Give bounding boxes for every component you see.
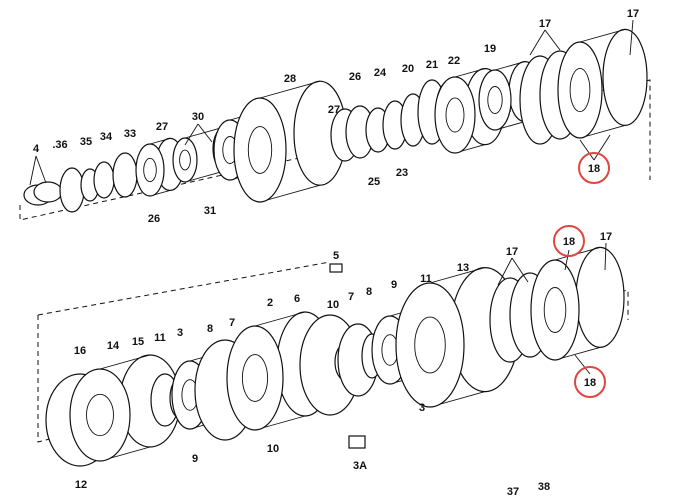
leader-line (604, 242, 607, 271)
label-lower-7: 7 (229, 317, 235, 329)
leader-line (593, 134, 611, 161)
lower-axis-line (37, 289, 629, 443)
label-upper-28: 28 (284, 73, 296, 85)
label-upper-17: 17 (539, 18, 551, 30)
label-upper-26: 26 (349, 71, 361, 83)
leader-line (629, 19, 634, 56)
lower-spring-3a (348, 435, 366, 449)
label-lower-17: 17 (506, 246, 518, 258)
highlight-circle-18 (553, 225, 585, 257)
label-lower-9: 9 (391, 279, 397, 291)
label-lower-5: 5 (333, 250, 339, 262)
label-upper-27: 27 (156, 121, 168, 133)
label-lower-18: 18 (584, 377, 596, 389)
label-lower-11: 11 (420, 273, 432, 285)
label-upper-19: 19 (484, 43, 496, 55)
label-lower-13: 13 (457, 262, 469, 274)
label-lower-11: 11 (154, 332, 166, 344)
label-upper-17: 17 (627, 8, 639, 20)
label-upper-20: 20 (402, 63, 414, 75)
highlight-circle-18 (578, 152, 610, 184)
label-lower-6: 6 (294, 293, 300, 305)
label-lower-10: 10 (267, 443, 279, 455)
label-lower-3: 3 (419, 402, 425, 414)
label-lower-37: 37 (507, 486, 519, 497)
lower-axis-top (37, 261, 331, 316)
label-lower-3A: 3A (353, 460, 367, 472)
label-upper-4: 4 (33, 143, 40, 155)
label-lower-15: 15 (132, 336, 144, 348)
label-lower-8: 8 (366, 286, 372, 298)
upper-needle-bearing-27 (135, 137, 185, 197)
label-lower-9: 9 (192, 453, 198, 465)
label-upper-31: 31 (204, 205, 216, 217)
leader-line (511, 257, 529, 283)
label-upper-21: 21 (426, 59, 438, 71)
upper-gear-housing-28 (233, 80, 347, 203)
leader-line (574, 354, 591, 375)
label-upper-18: 18 (588, 163, 600, 175)
leader-line (579, 139, 595, 161)
label-lower-3: 3 (177, 327, 183, 339)
lower-plug-5 (329, 263, 343, 273)
label-upper-23: 23 (396, 167, 408, 179)
label-lower-18: 18 (563, 236, 575, 248)
leader-line (497, 257, 513, 286)
upper-cage-36 (59, 167, 85, 213)
label-upper-24: 24 (374, 67, 387, 79)
highlight-circle-18 (574, 366, 606, 398)
diagram-linework (19, 19, 651, 467)
label-upper-25: 25 (368, 176, 380, 188)
upper-washer-34 (93, 161, 115, 199)
leader-line (529, 29, 546, 56)
label-upper-35: 35 (80, 136, 92, 148)
leader-line (564, 249, 570, 271)
label-upper-33: 33 (124, 128, 136, 140)
upper-bearing-4b (33, 181, 63, 203)
label-lower-17: 17 (600, 231, 612, 243)
label-lower-12: 12 (75, 479, 87, 491)
leader-line (184, 123, 199, 146)
label-lower-38: 38 (538, 481, 550, 493)
leader-line (197, 123, 213, 143)
label-upper-26: 26 (148, 213, 160, 225)
label-lower-7: 7 (348, 291, 354, 303)
lower-housing-17 (530, 246, 625, 361)
label-upper-36: .36 (52, 139, 67, 151)
label-lower-14: 14 (107, 340, 120, 352)
label-lower-2: 2 (267, 297, 273, 309)
leader-line (544, 29, 561, 51)
label-upper-27: 27 (328, 104, 340, 116)
label-upper-30: 30 (192, 111, 204, 123)
label-lower-8: 8 (207, 323, 213, 335)
leader-line (35, 155, 47, 184)
label-lower-16: 16 (74, 345, 86, 357)
label-lower-10: 10 (327, 299, 339, 311)
upper-housing-17 (557, 28, 648, 139)
label-upper-22: 22 (448, 55, 460, 67)
label-upper-34: 34 (100, 131, 113, 143)
leader-line (29, 155, 37, 186)
upper-ring-33 (112, 152, 138, 198)
